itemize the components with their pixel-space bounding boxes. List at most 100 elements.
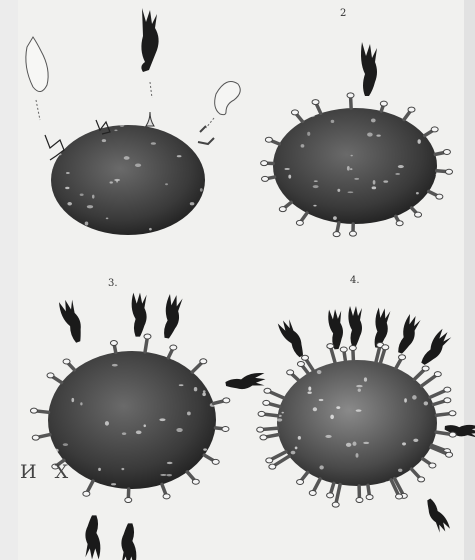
texture-speck bbox=[169, 265, 172, 269]
texture-speck bbox=[456, 173, 460, 176]
texture-speck bbox=[267, 370, 271, 372]
texture-speck bbox=[252, 198, 255, 201]
texture-speck bbox=[208, 99, 214, 104]
projection-knob bbox=[302, 355, 309, 360]
projection-knob bbox=[356, 498, 363, 503]
texture-speck bbox=[70, 254, 74, 258]
projection-knob bbox=[408, 107, 415, 112]
texture-speck bbox=[457, 214, 460, 216]
texture-speck bbox=[229, 217, 235, 219]
texture-speck bbox=[448, 275, 453, 279]
texture-speck bbox=[354, 508, 358, 510]
projection-knob bbox=[258, 411, 265, 416]
texture-speck bbox=[317, 370, 322, 374]
texture-speck bbox=[65, 285, 69, 289]
texture-speck bbox=[331, 290, 335, 292]
texture-speck bbox=[290, 255, 293, 257]
texture-speck bbox=[36, 205, 41, 207]
projection-knob bbox=[47, 373, 54, 378]
texture-speck bbox=[430, 334, 433, 336]
texture-speck bbox=[80, 226, 85, 228]
texture-speck bbox=[212, 338, 218, 341]
dark-sperm bbox=[395, 313, 421, 355]
projection-knob bbox=[431, 127, 438, 132]
texture-speck bbox=[184, 303, 187, 307]
texture-speck bbox=[298, 283, 300, 287]
texture-speck bbox=[92, 195, 94, 199]
texture-speck bbox=[350, 155, 352, 157]
texture-speck bbox=[242, 321, 246, 326]
texture-speck bbox=[462, 247, 468, 251]
texture-speck bbox=[132, 123, 134, 125]
texture-speck bbox=[440, 107, 442, 112]
texture-speck bbox=[112, 364, 118, 367]
texture-speck bbox=[52, 235, 58, 239]
texture-speck bbox=[155, 344, 158, 347]
texture-speck bbox=[233, 140, 238, 142]
texture-speck bbox=[137, 108, 139, 112]
texture-speck bbox=[244, 517, 247, 522]
texture-speck bbox=[83, 358, 88, 363]
projection-knob bbox=[327, 344, 334, 349]
texture-speck bbox=[434, 311, 439, 314]
texture-speck bbox=[240, 482, 244, 484]
texture-speck bbox=[298, 436, 301, 440]
texture-speck bbox=[118, 498, 121, 500]
panel-number-4: 4. bbox=[350, 275, 360, 286]
texture-speck bbox=[34, 270, 38, 273]
texture-speck bbox=[212, 473, 217, 477]
texture-speck bbox=[277, 104, 282, 107]
texture-speck bbox=[447, 474, 450, 476]
texture-speck bbox=[97, 342, 101, 345]
projection-knob bbox=[443, 149, 450, 154]
texture-speck bbox=[123, 323, 127, 325]
texture-speck bbox=[438, 296, 441, 298]
texture-speck bbox=[265, 262, 267, 266]
texture-speck bbox=[232, 179, 237, 182]
projection-knob bbox=[144, 334, 151, 339]
texture-speck bbox=[219, 436, 223, 438]
texture-speck bbox=[209, 470, 213, 474]
texture-speck bbox=[313, 407, 317, 411]
texture-speck bbox=[240, 197, 245, 199]
texture-speck bbox=[440, 278, 446, 282]
texture-speck bbox=[185, 119, 191, 121]
texture-speck bbox=[363, 345, 368, 348]
texture-speck bbox=[259, 497, 264, 499]
texture-speck bbox=[395, 173, 400, 175]
texture-speck bbox=[171, 268, 177, 272]
texture-speck bbox=[229, 469, 233, 471]
texture-speck bbox=[97, 313, 100, 315]
texture-speck bbox=[252, 229, 255, 232]
texture-speck bbox=[151, 142, 156, 145]
texture-speck bbox=[84, 235, 87, 237]
texture-speck bbox=[81, 512, 83, 517]
texture-speck bbox=[53, 265, 55, 267]
texture-speck bbox=[91, 108, 96, 111]
projection-knob bbox=[418, 477, 425, 482]
texture-speck bbox=[304, 251, 308, 254]
texture-speck bbox=[401, 306, 404, 308]
texture-speck bbox=[211, 222, 217, 224]
texture-speck bbox=[99, 246, 102, 250]
texture-speck bbox=[308, 386, 311, 390]
texture-speck bbox=[281, 114, 285, 116]
texture-speck bbox=[413, 299, 417, 304]
texture-speck bbox=[449, 246, 453, 248]
texture-speck bbox=[39, 486, 43, 489]
texture-speck bbox=[240, 245, 245, 250]
texture-speck bbox=[428, 273, 431, 277]
texture-speck bbox=[347, 166, 350, 171]
texture-speck bbox=[233, 399, 236, 401]
projection-knob bbox=[262, 176, 269, 181]
texture-speck bbox=[176, 428, 182, 432]
texture-speck bbox=[253, 126, 256, 129]
texture-speck bbox=[215, 286, 219, 289]
projection-knob bbox=[347, 93, 354, 98]
projection-knob bbox=[266, 458, 273, 463]
texture-speck bbox=[411, 98, 414, 102]
texture-speck bbox=[34, 255, 38, 258]
texture-speck bbox=[55, 149, 60, 151]
texture-speck bbox=[464, 473, 469, 477]
texture-speck bbox=[195, 259, 198, 263]
